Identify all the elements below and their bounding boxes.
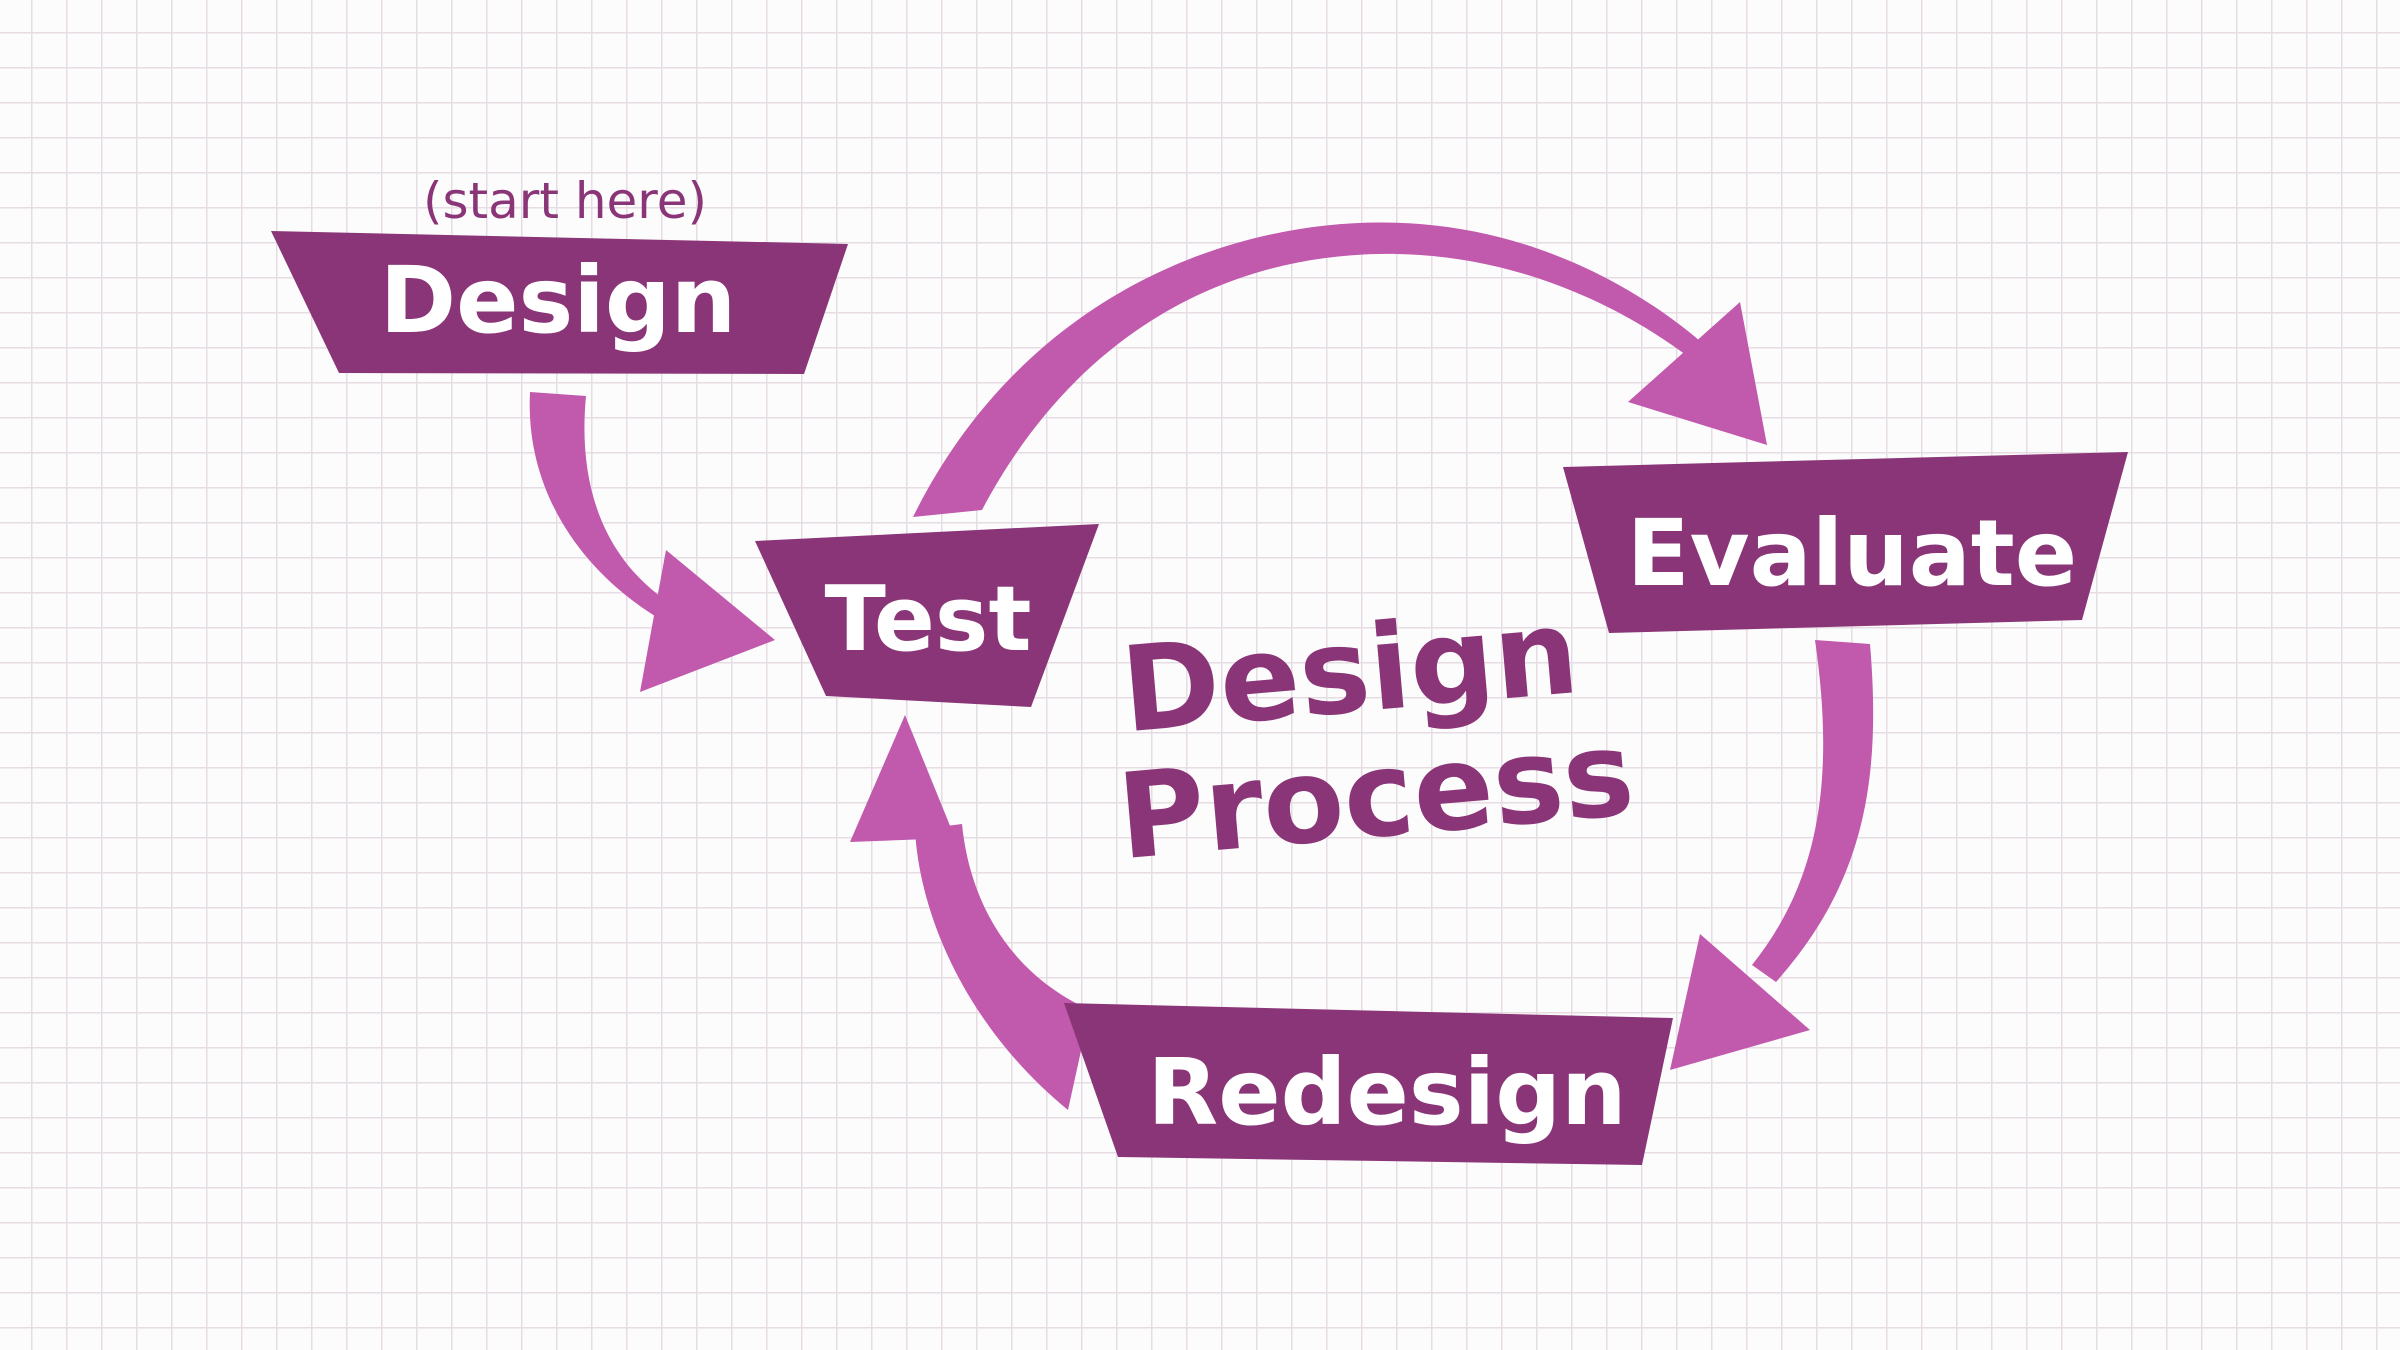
start-note: (start here)	[423, 172, 707, 230]
node-evaluate-label: Evaluate	[1627, 500, 2077, 607]
diagram-title: Design Process	[1113, 582, 1639, 886]
node-evaluate: Evaluate	[1563, 452, 2128, 633]
arrow-test-to-evaluate	[913, 222, 1767, 517]
node-design-label: Design	[380, 247, 736, 354]
arrow-evaluate-to-redesign	[1670, 640, 1874, 1070]
arrow-design-to-test	[529, 392, 775, 692]
node-test-label: Test	[824, 567, 1031, 672]
node-redesign-label: Redesign	[1147, 1039, 1626, 1146]
arrow-redesign-to-test	[850, 715, 1090, 1110]
node-test: Test	[755, 524, 1099, 707]
node-design: Design	[271, 231, 848, 374]
node-redesign: Redesign	[1064, 1003, 1673, 1165]
